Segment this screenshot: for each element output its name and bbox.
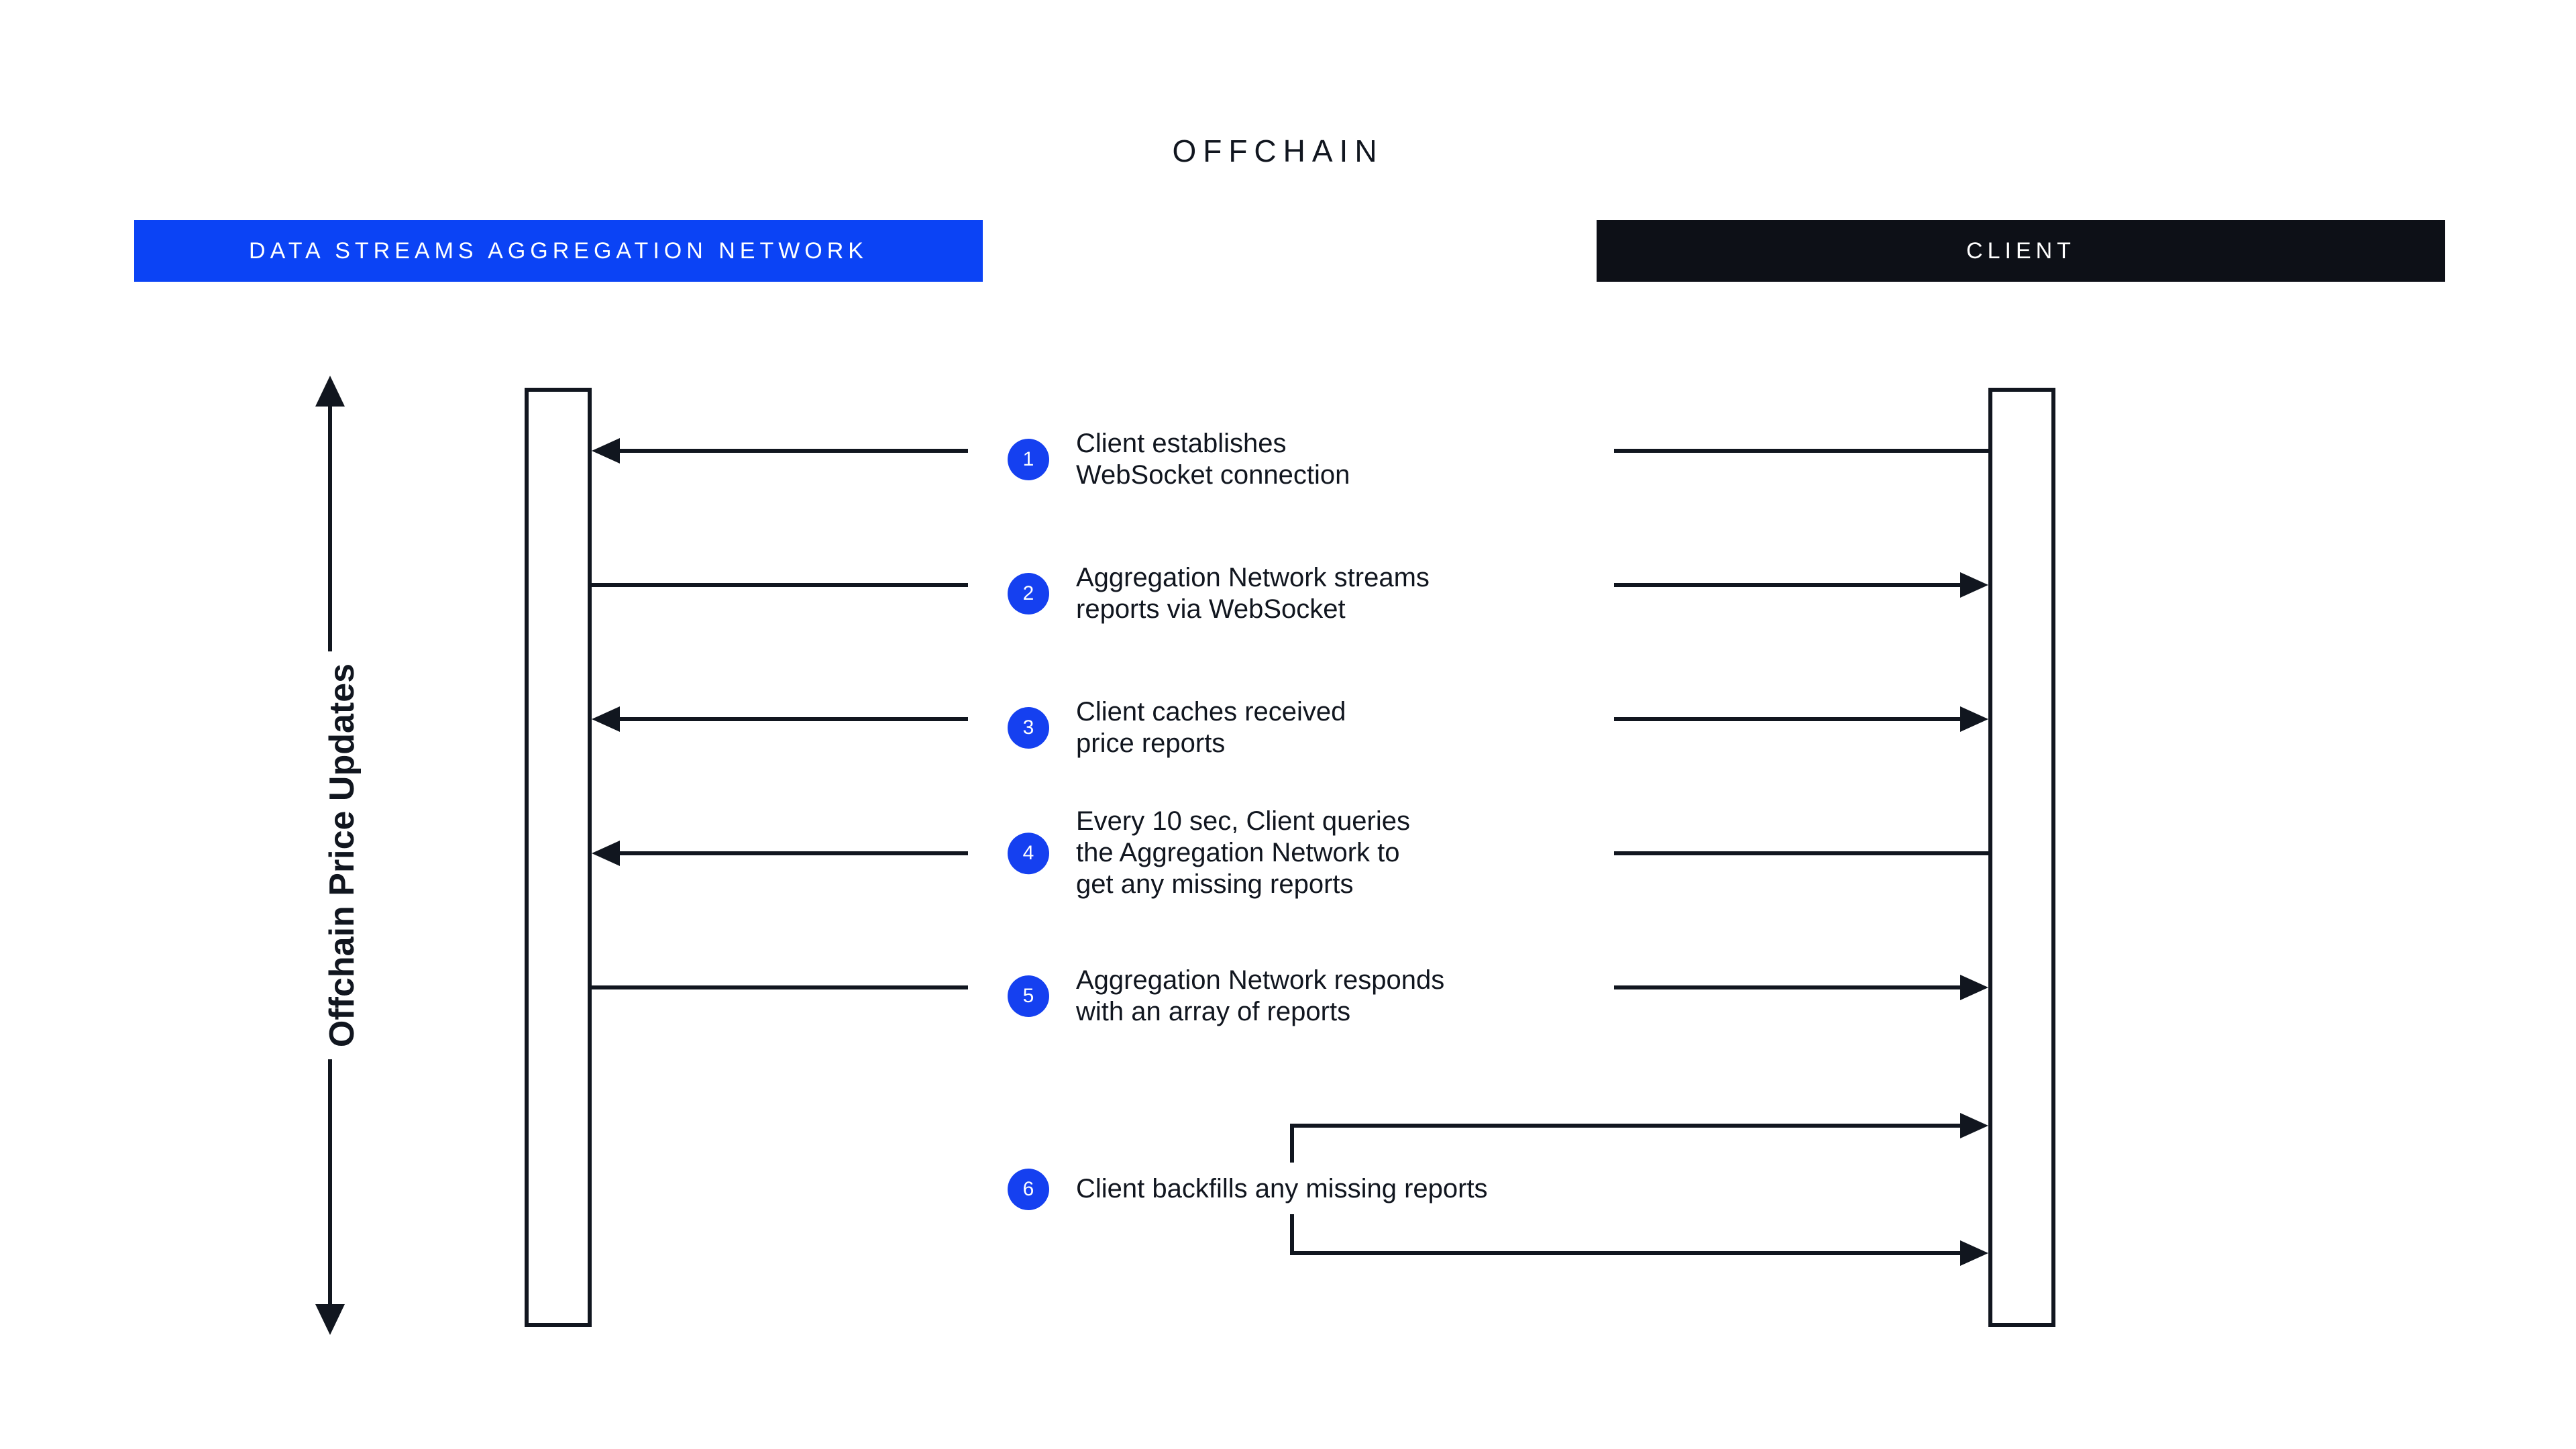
lifeline-network (525, 388, 592, 1327)
message-line-left-2 (592, 583, 968, 587)
message-line-right-1 (1614, 449, 1988, 453)
step-4-badge: 4 (1008, 833, 1049, 874)
step-4-caption: Every 10 sec, Client queries the Aggrega… (1076, 806, 1411, 900)
arrow-head-right-2 (1960, 572, 1988, 598)
offchain-price-updates-axis: Offchain Price Updates (282, 376, 402, 1335)
bracket-stub-top (1290, 1124, 1294, 1163)
message-line-left-5 (592, 985, 968, 989)
lane-header-client: CLIENT (1597, 220, 2445, 282)
step-3: 3 Client caches received price reports (1008, 696, 1346, 759)
step-4: 4 Every 10 sec, Client queries the Aggre… (1008, 806, 1410, 901)
step-3-badge: 3 (1008, 707, 1049, 749)
step-1-caption: Client establishes WebSocket connection (1076, 429, 1350, 490)
step-1-badge: 1 (1008, 439, 1049, 481)
message-line-6a (1290, 1124, 1960, 1128)
lifeline-client (1988, 388, 2055, 1327)
step-6-caption: Client backfills any missing reports (1076, 1174, 1488, 1204)
page-title: OFFCHAIN (0, 133, 2576, 169)
step-5-badge: 5 (1008, 975, 1049, 1018)
lane-header-network-label: DATA STREAMS AGGREGATION NETWORK (249, 237, 868, 264)
step-6-badge: 6 (1008, 1169, 1049, 1210)
message-line-6b (1290, 1251, 1960, 1255)
arrow-down-icon (315, 1304, 345, 1335)
step-5-caption: Aggregation Network responds with an arr… (1076, 965, 1445, 1027)
step-5: 5 Aggregation Network responds with an a… (1008, 965, 1444, 1028)
message-line-left-4 (620, 851, 968, 855)
message-line-right-4 (1614, 851, 1988, 855)
arrow-head-right-5 (1960, 975, 1988, 1000)
lane-header-client-label: CLIENT (1966, 237, 2076, 264)
axis-label: Offchain Price Updates (322, 651, 362, 1060)
message-line-left-3 (620, 717, 968, 721)
arrow-head-left-4 (592, 841, 620, 866)
arrow-head-left-3 (592, 706, 620, 732)
arrow-head-right-6b (1960, 1240, 1988, 1266)
step-2-badge: 2 (1008, 573, 1049, 615)
step-2-caption: Aggregation Network streams reports via … (1076, 563, 1430, 625)
arrow-head-right-6a (1960, 1113, 1988, 1138)
message-line-right-5 (1614, 985, 1960, 989)
arrow-up-icon (315, 376, 345, 407)
step-1: 1 Client establishes WebSocket connectio… (1008, 428, 1350, 491)
lane-header-network: DATA STREAMS AGGREGATION NETWORK (134, 220, 983, 282)
message-line-right-2 (1614, 583, 1960, 587)
message-line-right-3 (1614, 717, 1960, 721)
bracket-stub-bottom (1290, 1214, 1294, 1253)
step-3-caption: Client caches received price reports (1076, 697, 1346, 759)
arrow-head-left-1 (592, 438, 620, 464)
page-title-text: OFFCHAIN (1172, 133, 1384, 168)
step-6: 6 Client backfills any missing reports (1008, 1169, 1488, 1210)
message-line-left-1 (620, 449, 968, 453)
step-2: 2 Aggregation Network streams reports vi… (1008, 562, 1430, 625)
arrow-head-right-3 (1960, 706, 1988, 732)
